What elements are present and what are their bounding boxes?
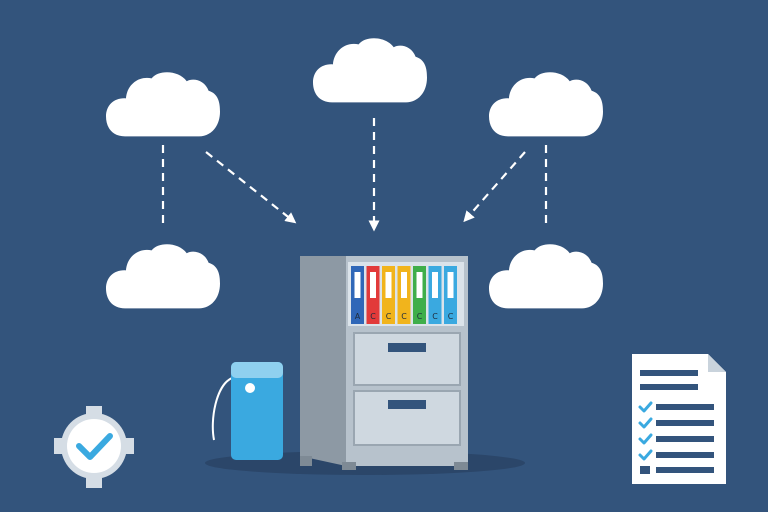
binder: C bbox=[382, 266, 395, 324]
checklist-document-icon bbox=[632, 354, 726, 484]
binder-label: C bbox=[432, 312, 438, 321]
binder-label: C bbox=[417, 312, 423, 321]
checklist-line bbox=[656, 467, 714, 473]
binder: C bbox=[444, 266, 457, 324]
binder-label: C bbox=[386, 312, 392, 321]
binder: C bbox=[366, 266, 380, 324]
checklist-item bbox=[638, 417, 714, 429]
check-mark-icon bbox=[638, 449, 653, 461]
binder-label: C bbox=[448, 312, 454, 321]
external-drive-icon bbox=[211, 362, 283, 460]
checkbox-empty bbox=[640, 466, 650, 474]
drawer-handle bbox=[388, 343, 426, 352]
check-mark-icon bbox=[76, 433, 113, 460]
drawer-handle bbox=[388, 400, 426, 409]
cabinet-drawer bbox=[353, 332, 461, 386]
cabinet-drawer bbox=[353, 390, 461, 446]
binder: C bbox=[397, 266, 411, 324]
check-mark-icon bbox=[638, 401, 653, 413]
check-mark-icon bbox=[638, 417, 653, 429]
checklist-item bbox=[638, 449, 714, 461]
binder: C bbox=[413, 266, 426, 324]
binder: A bbox=[351, 266, 364, 324]
connector-lines bbox=[161, 118, 548, 232]
binder: C bbox=[428, 266, 442, 324]
check-mark-icon bbox=[638, 433, 653, 445]
checklist-item bbox=[638, 401, 714, 413]
binder-label: C bbox=[370, 312, 376, 321]
checklist-rows bbox=[638, 401, 714, 474]
checklist-item bbox=[638, 433, 714, 445]
arrow-to-cabinet bbox=[463, 151, 526, 223]
binder-label: C bbox=[401, 312, 407, 321]
binder-label: A bbox=[355, 312, 361, 321]
arrow-to-cabinet bbox=[205, 151, 297, 224]
clock-check-icon bbox=[54, 406, 134, 488]
